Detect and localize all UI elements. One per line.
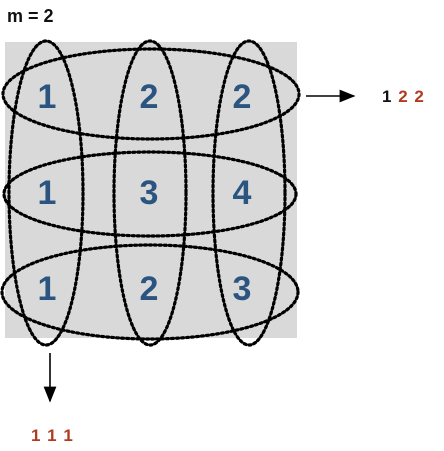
row-result-rest: 2 2	[398, 87, 425, 106]
cell-r2-c1: 1	[37, 174, 57, 212]
cell-r3-c3: 3	[232, 270, 252, 308]
column-result-values: 1 1 1	[31, 426, 74, 445]
column-2-ellipse	[112, 39, 188, 347]
column-result-label: 1 1 1	[31, 426, 74, 446]
cell-r3-c1: 1	[37, 270, 57, 308]
row-result-label: 1 2 2	[382, 87, 425, 107]
cell-r1-c1: 1	[37, 78, 57, 116]
cell-r3-c2: 2	[139, 270, 159, 308]
row-1-ellipse	[1, 47, 301, 141]
cell-r2-c3: 4	[232, 174, 252, 212]
cell-r2-c2: 3	[139, 174, 159, 212]
m-value-label: m = 2	[7, 6, 54, 26]
row-result-first: 1	[382, 87, 393, 106]
cell-r1-c3: 2	[232, 78, 252, 116]
grid-background	[5, 42, 297, 338]
row-2-ellipse	[2, 150, 298, 238]
cell-r1-c2: 2	[139, 78, 159, 116]
column-1-ellipse	[7, 39, 85, 347]
row-3-ellipse	[0, 243, 300, 341]
column-3-ellipse	[211, 39, 287, 347]
